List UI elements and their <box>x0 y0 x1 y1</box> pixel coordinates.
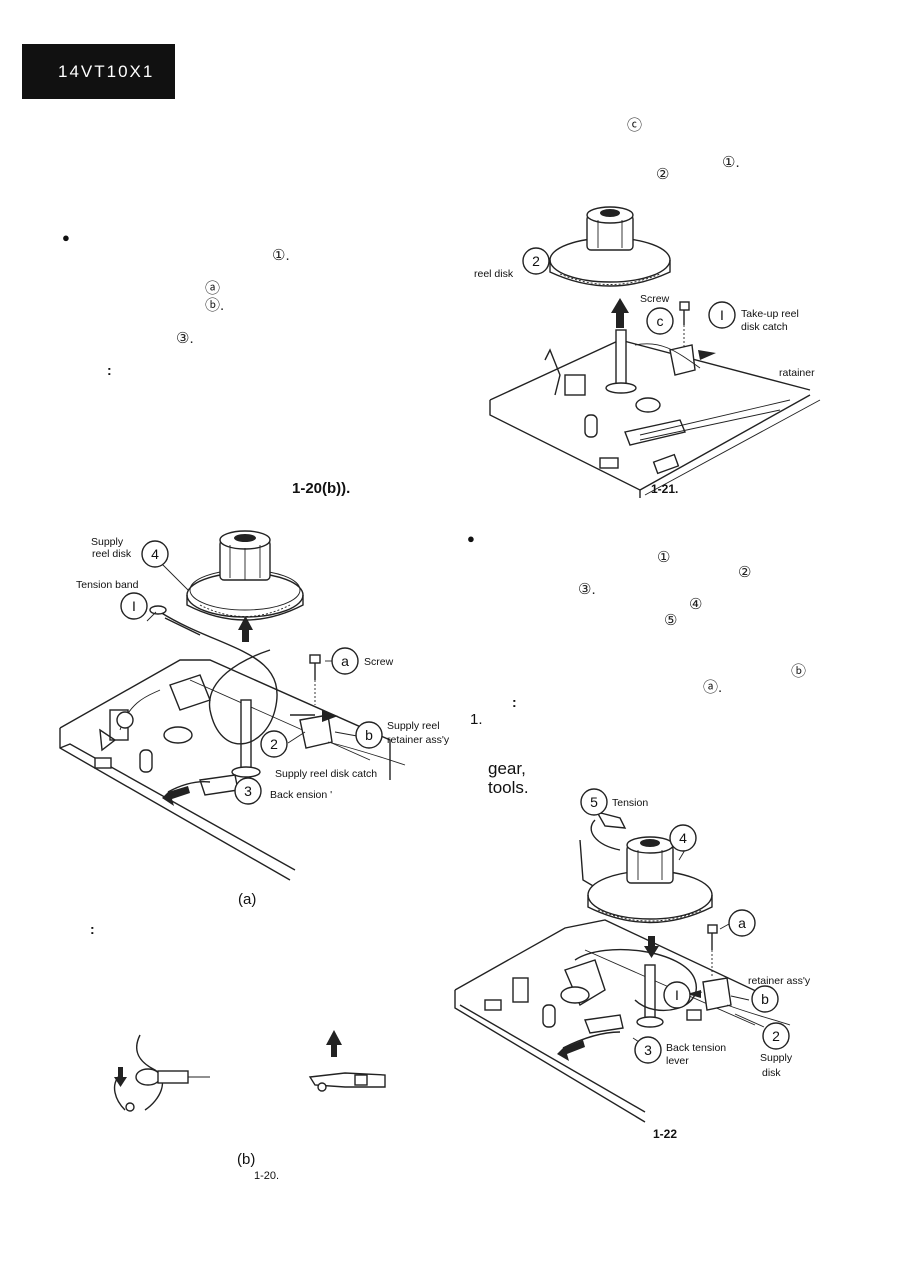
callout-c20-b: b <box>365 727 373 743</box>
mark-m3: ③. <box>578 581 596 598</box>
figure-1-20a-drawing <box>59 530 406 881</box>
note-colon: : <box>107 362 112 378</box>
fig20-caption: 1-20. <box>254 1170 280 1182</box>
callout-c21-c: c <box>657 313 664 329</box>
fig22-label-back-tension-1: Back tension <box>666 1042 727 1054</box>
fig22-label-tension: Tension <box>612 797 649 809</box>
left-bullet: ● <box>62 230 70 245</box>
callout-c20-2: 2 <box>270 736 278 752</box>
fig21-label-takeup-2: disk catch <box>741 321 788 333</box>
fig21-label-retainer: ratainer <box>779 367 815 379</box>
callout-c22-3: 3 <box>644 1042 652 1058</box>
mark-m5: ⑤ <box>664 612 678 629</box>
model-badge: 14VT10X1 <box>22 44 175 99</box>
mark-3: ③. <box>176 330 194 347</box>
mark-ma: ⓐ. <box>703 679 723 696</box>
mark-a: ⓐ <box>205 280 221 297</box>
fig21-label-takeup-1: Take-up reel <box>741 308 799 320</box>
right-text-tools: tools. <box>488 778 529 797</box>
fig20-label-retainer-2: retainer ass'y <box>387 734 450 746</box>
callout-c20-4: 4 <box>151 546 159 562</box>
fig22-label-back-tension-2: lever <box>666 1055 689 1067</box>
fig21-label-reel-disk: reel disk <box>474 268 514 280</box>
callout-c21-I: I <box>720 307 724 323</box>
callout-c22-a: a <box>738 915 746 931</box>
callout-c22-b: b <box>761 991 769 1007</box>
callout-c20-a: a <box>341 653 349 669</box>
figure-reference: 1-20(b)). <box>292 480 351 497</box>
callout-c22-4: 4 <box>679 830 687 846</box>
mark-b: ⓑ. <box>205 297 225 314</box>
fig20-label-supply: Supply <box>91 536 124 548</box>
fig20-label-disk-catch: Supply reel disk catch <box>275 768 378 780</box>
callout-c22-I: I <box>675 987 679 1003</box>
fig21-caption: 1-21. <box>651 482 679 496</box>
callout-c20-I: I <box>132 598 136 614</box>
right-bullet: ● <box>467 531 475 546</box>
figure-1-21-drawing <box>489 206 821 498</box>
fig20-sub-a: (a) <box>238 891 257 908</box>
fig22-caption: 1-22 <box>653 1127 678 1141</box>
fig20-label-screw: Screw <box>364 656 394 668</box>
mark-m2: ② <box>738 564 752 581</box>
mark-r1: ①. <box>722 154 740 171</box>
mark-r2: ② <box>656 166 670 183</box>
fig20-sub-b: (b) <box>237 1151 256 1168</box>
right-note-number: 1. <box>470 711 483 728</box>
figure-1-22-drawing <box>454 803 791 1123</box>
mark-1: ①. <box>272 247 290 264</box>
callout-c22-5: 5 <box>590 794 598 810</box>
callout-c20-3: 3 <box>244 783 252 799</box>
fig20-label-tension-band: Tension band <box>76 579 139 591</box>
fig21-label-screw: Screw <box>640 293 670 305</box>
mark-mb: ⓑ <box>791 663 807 680</box>
mark-m1: ① <box>657 549 671 566</box>
mark-c: ⓒ <box>627 117 643 134</box>
figure-1-20b-drawing <box>113 1030 386 1112</box>
note-colon-2: : <box>90 921 95 937</box>
callout-c22-2: 2 <box>772 1028 780 1044</box>
fig22-label-retainer: retainer ass'y <box>748 975 811 987</box>
callout-c21-2: 2 <box>532 253 540 269</box>
fig22-label-supply-2: disk <box>762 1067 781 1079</box>
fig22-label-supply-1: Supply <box>760 1052 793 1064</box>
right-note-colon: : <box>512 694 517 710</box>
fig20-label-reel-disk: reel disk <box>92 548 132 560</box>
mark-m4: ④ <box>689 596 703 613</box>
model-number: 14VT10X1 <box>58 61 155 81</box>
fig20-label-retainer-1: Supply reel <box>387 720 440 732</box>
fig20-label-back-tension: Back ension ' <box>270 789 333 801</box>
right-text-gear: gear, <box>488 759 526 778</box>
